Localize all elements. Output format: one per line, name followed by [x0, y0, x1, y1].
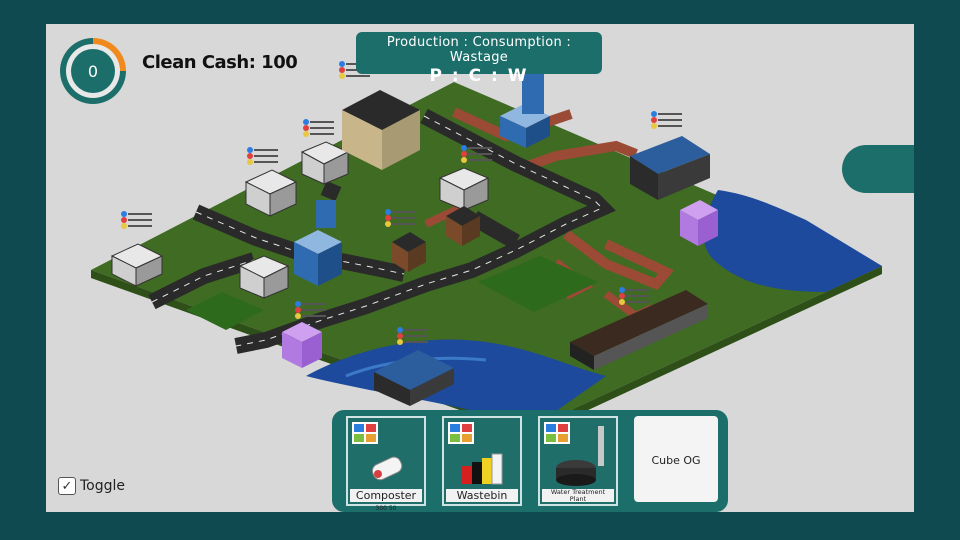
shack: [446, 206, 480, 246]
city-map[interactable]: [46, 24, 914, 512]
clean-cash-label: Clean Cash: 100: [142, 52, 298, 73]
composter-icon: [371, 456, 403, 481]
toggle-checkbox[interactable]: ✓: [58, 477, 76, 495]
build-card-label: Composter: [350, 489, 422, 502]
house: [238, 255, 290, 299]
build-card-label: Cube OG: [651, 454, 701, 467]
tree-patch: [478, 256, 598, 312]
office-building: [342, 90, 420, 170]
build-shelf: Composter 300 50 Wastebin: [332, 410, 728, 512]
pcw-panel: Production : Consumption : Wastage P : C…: [356, 32, 602, 86]
blue-tower: [500, 74, 550, 148]
build-card-label: Wastebin: [446, 489, 518, 502]
build-card-water-treatment-plant[interactable]: Water Treatment Plant: [538, 416, 618, 506]
resource-dots-icon: [448, 422, 474, 444]
toggle-control[interactable]: ✓ Toggle: [58, 477, 125, 495]
wastebin-icon: [462, 453, 503, 485]
build-card-cube-og[interactable]: Cube OG: [634, 416, 718, 502]
score-ring-value: 0: [71, 49, 115, 93]
resource-dots-icon: [352, 422, 378, 444]
status-indicators: [121, 61, 682, 345]
river: [703, 190, 882, 292]
resource-dots-icon: [544, 422, 570, 444]
house: [110, 243, 164, 287]
house: [438, 167, 490, 211]
warehouse: [630, 136, 710, 200]
long-shed: [570, 290, 708, 370]
shack: [392, 232, 426, 272]
build-card-wastebin[interactable]: Wastebin: [442, 416, 522, 506]
pcw-value: P : C : W: [429, 66, 529, 86]
toggle-label: Toggle: [80, 478, 126, 494]
game-viewport[interactable]: 0 Clean Cash: 100 Production : Consumpti…: [46, 24, 914, 512]
side-panel-toggle-button[interactable]: [842, 145, 914, 193]
purple-cube: [282, 322, 322, 368]
pcw-heading: Production : Consumption : Wastage: [386, 35, 572, 65]
water-treatment-icon: [556, 426, 604, 486]
blue-tower: [294, 200, 342, 286]
score-ring: 0: [60, 38, 126, 104]
warehouse: [374, 350, 454, 406]
house: [244, 169, 298, 217]
build-card-composter[interactable]: Composter 300 50: [346, 416, 426, 512]
build-card-label: Water Treatment Plant: [542, 489, 614, 502]
purple-cube: [680, 200, 718, 246]
build-card-cost: 300 50: [375, 505, 397, 512]
